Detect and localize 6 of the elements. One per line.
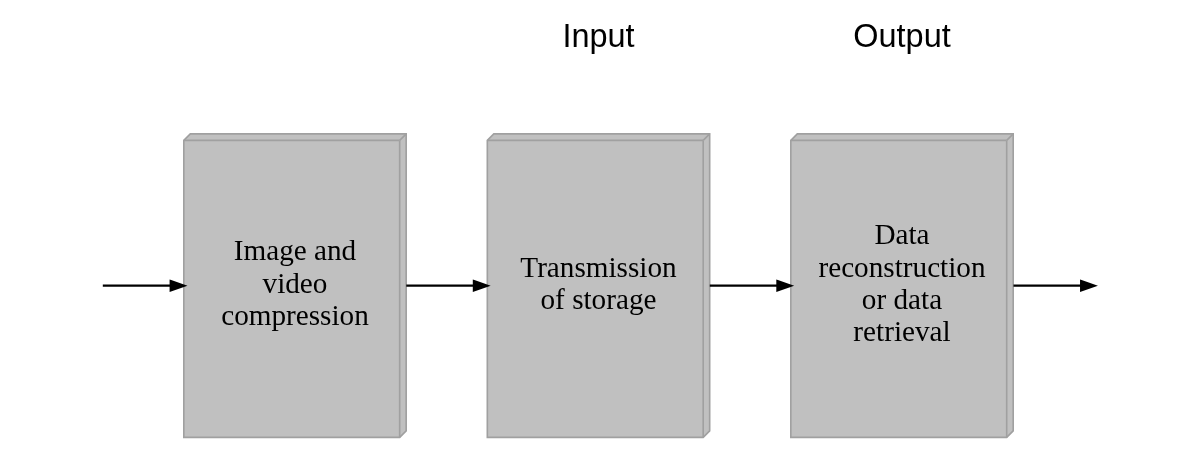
label: Input: [562, 18, 635, 55]
label: Output: [853, 18, 951, 55]
arrow: [709, 279, 795, 292]
arrow: [102, 279, 188, 292]
arrow: [406, 279, 491, 292]
arrow: [1013, 279, 1098, 292]
